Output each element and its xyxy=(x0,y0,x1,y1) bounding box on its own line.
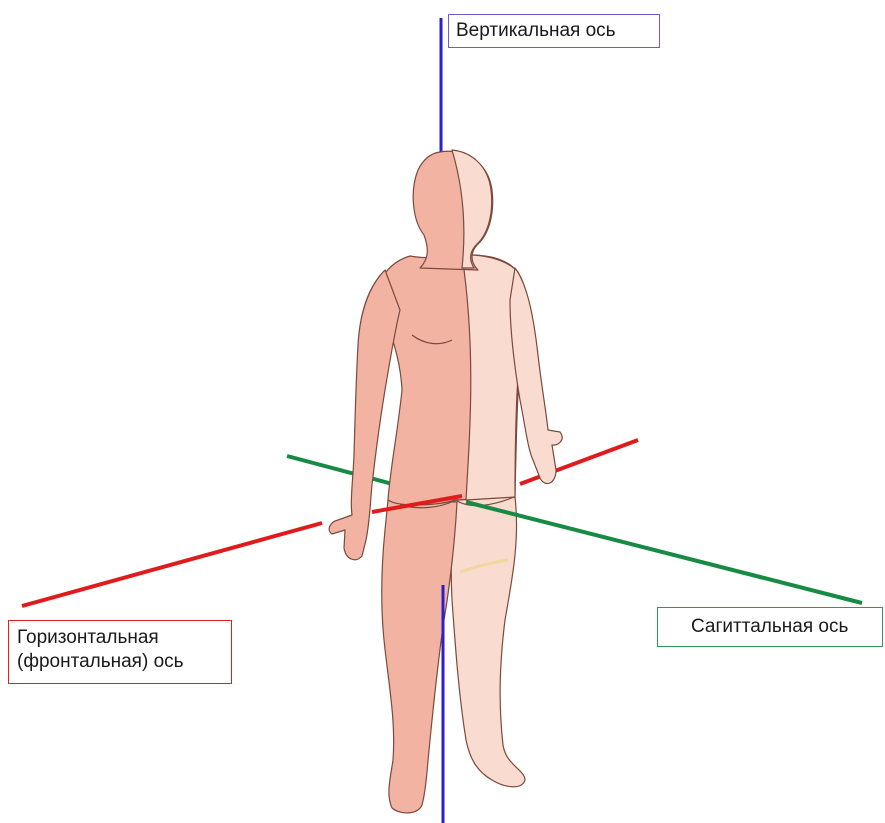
horizontal-axis-label-line2: (фронтальная) ось xyxy=(17,650,231,674)
sagittal-axis-label: Сагиттальная ось xyxy=(657,607,883,647)
horizontal-axis-label-line1: Горизонтальная xyxy=(17,626,231,650)
left-leg xyxy=(382,500,457,813)
right-arm xyxy=(510,268,562,484)
sagittal-axis-label-text: Сагиттальная ось xyxy=(691,615,882,639)
horizontal-axis-label: Горизонтальная (фронтальная) ось xyxy=(8,620,232,684)
vertical-axis-label-text: Вертикальная ось xyxy=(456,19,659,43)
vertical-axis-label: Вертикальная ось xyxy=(448,14,660,48)
sagittal-axis-line xyxy=(287,456,400,486)
right-leg xyxy=(451,497,525,787)
sagittal-axis-line xyxy=(466,502,862,603)
horizontal-axis-line xyxy=(22,523,322,606)
